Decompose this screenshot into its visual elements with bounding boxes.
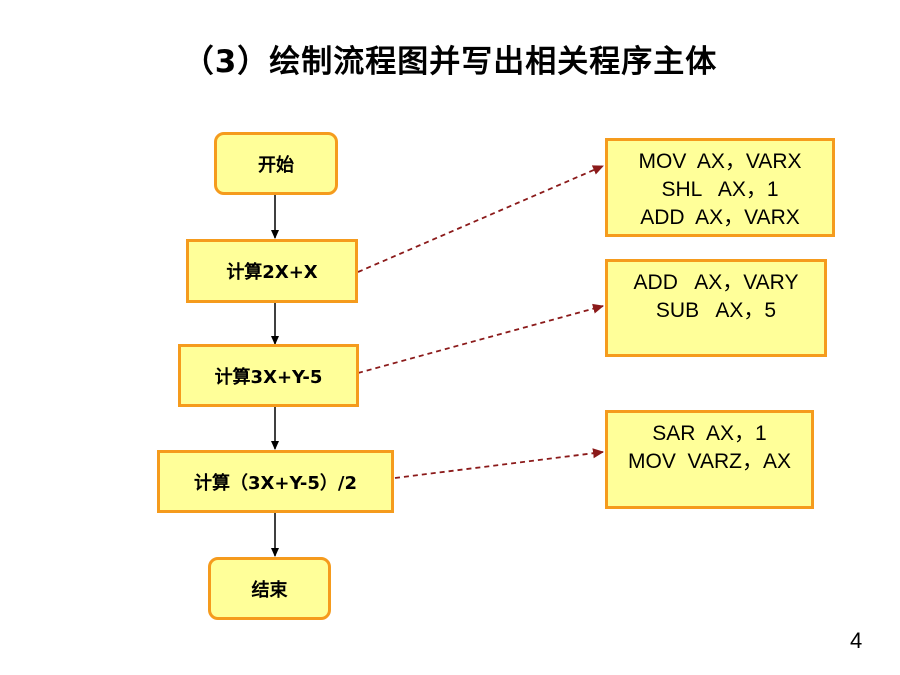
code-arrow-calc2 xyxy=(357,303,604,374)
code-arrow-calc1 xyxy=(357,165,604,273)
code-box-2: ADD AX，VARY SUB AX，5 xyxy=(605,259,827,357)
node-start: 开始 xyxy=(214,132,338,195)
node-end-label: 结束 xyxy=(251,579,288,601)
code-box-1: MOV AX，VARX SHL AX，1 ADD AX，VARX xyxy=(605,138,835,237)
node-calc-2x-plus-x-label: 计算2X+X xyxy=(226,262,318,283)
code-line: SAR AX，1 xyxy=(652,422,767,445)
code-line: ADD AX，VARY xyxy=(633,271,799,294)
code-line: SHL AX，1 xyxy=(661,178,779,201)
code-line: MOV AX，VARX xyxy=(638,150,802,173)
node-calc-3x-plus-y-minus-5-label: 计算3X+Y-5 xyxy=(214,366,323,388)
node-calc-divide-by-2: 计算（3X+Y-5）/2 xyxy=(157,450,394,513)
code-arrow-calc3 xyxy=(394,448,604,479)
code-line: SUB AX，5 xyxy=(655,299,777,322)
node-calc-divide-by-2-label: 计算（3X+Y-5）/2 xyxy=(194,472,357,494)
slide-title: （3）绘制流程图并写出相关程序主体 xyxy=(182,44,718,80)
node-calc-2x-plus-x: 计算2X+X xyxy=(186,239,358,303)
code-box-3: SAR AX，1 MOV VARZ，AX xyxy=(605,410,814,509)
code-line: ADD AX，VARX xyxy=(640,206,800,229)
code-line: MOV VARZ，AX xyxy=(628,450,791,473)
node-start-label: 开始 xyxy=(258,154,294,176)
node-end: 结束 xyxy=(208,557,331,620)
page-number: 4 xyxy=(850,628,863,653)
node-calc-3x-plus-y-minus-5: 计算3X+Y-5 xyxy=(178,344,359,407)
